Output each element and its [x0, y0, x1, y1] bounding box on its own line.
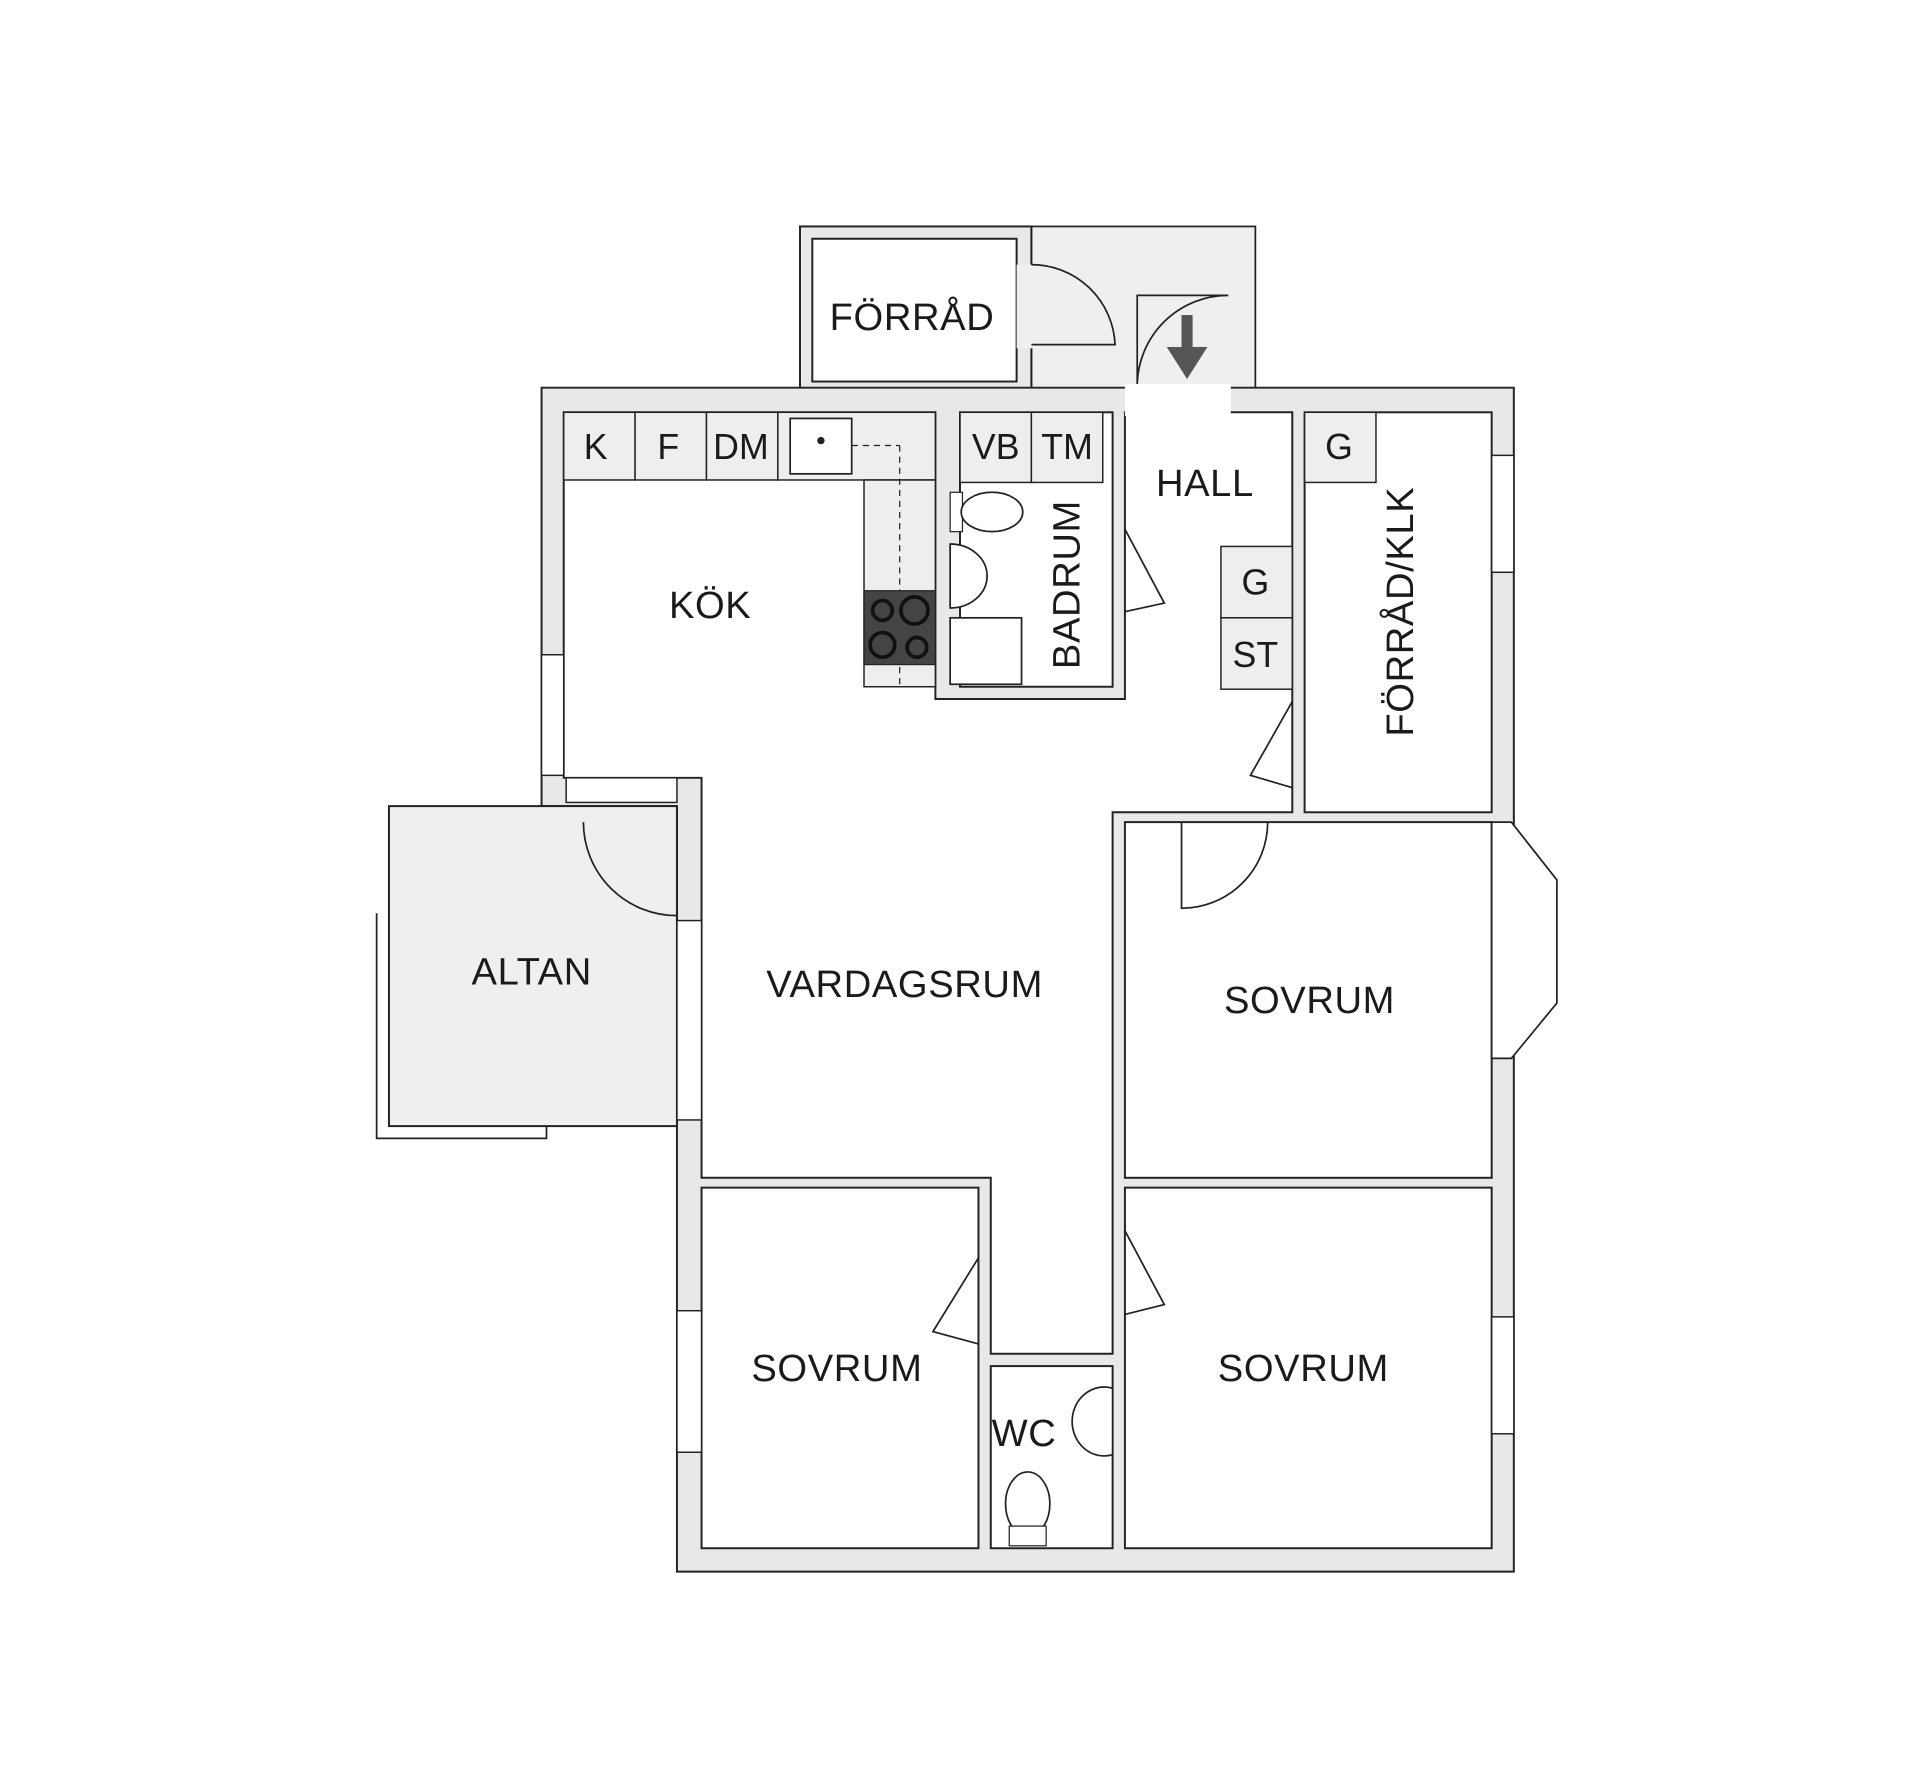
toilet-icon: [1004, 1471, 1051, 1547]
entry-porch: [1030, 225, 1257, 394]
arrow-down-icon: [1166, 315, 1208, 380]
label-g-klk: G: [1325, 427, 1353, 467]
window: [1490, 1316, 1515, 1435]
stove-icon: [863, 590, 937, 666]
window: [540, 654, 565, 777]
door-entrance[interactable]: [1136, 294, 1229, 385]
door-forrad[interactable]: [1031, 263, 1116, 346]
label-f: F: [657, 427, 679, 467]
label-tm: TM: [1041, 427, 1093, 467]
label-sovrum-1: SOVRUM: [1224, 979, 1395, 1022]
entry-opening: [1124, 383, 1231, 416]
wardrobe-st: [1220, 617, 1294, 690]
door-sovrum-3[interactable]: [1124, 1230, 1166, 1316]
window: [1490, 454, 1515, 574]
label-hall: HALL: [1156, 462, 1254, 505]
room-forrad: [811, 237, 1018, 383]
label-badrum: BADRUM: [1045, 500, 1088, 669]
door-sovrum-1[interactable]: [1180, 822, 1269, 910]
room-sovrum-3: [1123, 1186, 1493, 1550]
room-kitchen-living-hall: [562, 411, 1294, 1355]
label-wc: WC: [992, 1412, 1057, 1455]
window: [676, 919, 703, 1121]
label-st: ST: [1233, 635, 1279, 675]
fridge-k: [562, 411, 636, 481]
altan-railing: [375, 913, 548, 1140]
door-altan[interactable]: [582, 822, 677, 917]
door-badrum[interactable]: [1124, 528, 1166, 613]
sink-icon: [789, 417, 853, 475]
label-dm: DM: [713, 427, 769, 467]
sink-vb: [959, 411, 1033, 484]
label-vb: VB: [972, 427, 1020, 467]
wardrobe-g: [1220, 545, 1294, 619]
room-sovrum-2: [700, 1186, 980, 1550]
dishwasher-dm: [705, 411, 779, 481]
label-sovrum-2: SOVRUM: [751, 1347, 922, 1390]
label-k: K: [584, 427, 608, 467]
window: [565, 777, 678, 804]
door-forrad-klk[interactable]: [1249, 701, 1294, 789]
label-vardagsrum: VARDAGSRUM: [766, 963, 1043, 1006]
freezer-f: [634, 411, 708, 481]
dryer-tm: [1030, 411, 1104, 484]
label-altan: ALTAN: [472, 951, 592, 994]
annex-door-opening: [1016, 264, 1034, 349]
shower-icon: [949, 616, 1023, 686]
washbasin-icon: [949, 543, 988, 609]
door-sovrum-2[interactable]: [931, 1257, 980, 1345]
label-g-hall: G: [1241, 562, 1269, 602]
wardrobe-g-klk: [1303, 411, 1377, 484]
label-forrad: FÖRRÅD: [830, 295, 995, 339]
label-sovrum-3: SOVRUM: [1218, 1347, 1389, 1390]
toilet-icon: [949, 491, 1024, 533]
room-sovrum-1: [1123, 821, 1493, 1179]
window: [676, 1309, 703, 1453]
washbasin-icon: [1071, 1386, 1114, 1457]
bay-window: [1490, 821, 1558, 1060]
label-forrad-klk: FÖRRÅD/KLK: [1378, 487, 1422, 737]
altan-deck: [387, 805, 678, 1128]
label-kok: KÖK: [669, 584, 751, 627]
